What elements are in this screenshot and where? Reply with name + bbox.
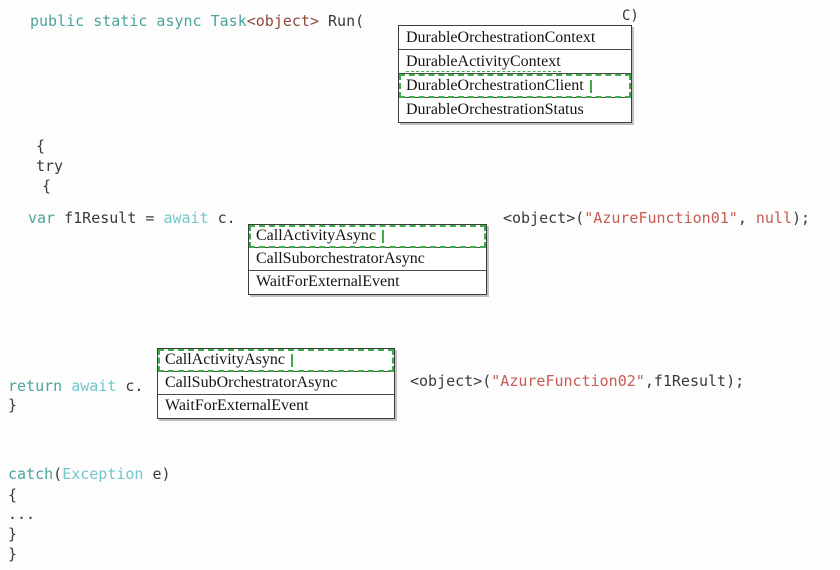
code-token-generic: <object> [246,12,319,30]
code-token-plain: f1Result = [55,209,164,227]
code-line-catch: catch(Exception e) [8,465,171,483]
code-token-keyword: return [8,377,63,395]
code-line-var: var f1Result = await c. [28,209,236,227]
dropdown-option-label: WaitForExternalEvent [165,397,309,414]
dropdown-option[interactable]: DurableOrchestrationContext [399,26,631,50]
code-token-string: "AzureFunction01" [584,209,738,227]
code-token-type: Exception [62,465,144,483]
code-token-type: Task [210,12,247,30]
code-line-signature: public static async Task<object> Run( [30,12,364,30]
code-token-plain: <object>( [503,209,585,227]
dropdown-option[interactable]: CallSubOrchestratorAsync [158,372,394,395]
code-line-open-brace: { [8,486,18,504]
code-token-plain: c. [208,209,236,227]
dropdown-first-invocation-method: CallActivityAsync CallSuborchestratorAsy… [248,224,487,295]
code-line-open-brace: { [36,137,46,155]
code-token-plain [62,377,71,395]
dropdown-option[interactable]: CallSuborchestratorAsync [249,248,486,271]
code-token-plain: ( [53,465,63,483]
dropdown-option-label: CallActivityAsync [165,351,285,368]
code-token-string: "AzureFunction02" [491,372,645,390]
code-token-plain: e) [143,465,171,483]
text-cursor-icon [589,79,592,93]
code-token-keyword: await [71,377,117,395]
dropdown-option-selected[interactable]: DurableOrchestrationClient [399,74,631,98]
code-token-keyword: public static async [30,12,211,30]
dropdown-option-selected[interactable]: CallActivityAsync [158,349,394,372]
code-line-return: return await c. [8,377,143,395]
code-token-keyword: var [28,209,56,227]
code-token-plain: , [644,372,654,390]
code-token-plain: ); [792,209,811,227]
code-token-plain: c. [116,377,144,395]
code-token-keyword: catch [8,465,54,483]
dropdown-option-label: CallActivityAsync [256,227,376,244]
code-token-null: null [755,209,792,227]
code-token-method: Run( [319,12,365,30]
dropdown-option[interactable]: DurableOrchestrationStatus [399,98,631,122]
code-line-call2: <object>("AzureFunction02",f1Result); [410,372,744,390]
dropdown-option-label: DurableOrchestrationClient [406,77,584,94]
code-line-open-brace: { [42,177,52,195]
answer-choice-label: C) [622,8,639,24]
code-token-plain: f1Result); [653,372,745,390]
dropdown-option[interactable]: WaitForExternalEvent [158,395,394,418]
dropdown-option-label: CallSubOrchestratorAsync [165,374,338,391]
dropdown-option-label: DurableOrchestrationContext [406,29,596,46]
dropdown-option-label: WaitForExternalEvent [256,273,400,290]
code-line-call1: <object>("AzureFunction01", null); [503,209,810,227]
text-cursor-icon [381,229,384,243]
code-token-plain: , [737,209,756,227]
code-line-ellipsis: ... [8,505,36,523]
code-line-try: try [36,157,64,175]
dropdown-orchestration-context-type: DurableOrchestrationContext DurableActiv… [398,25,632,123]
text-cursor-icon [290,353,293,367]
code-line-close-brace: } [8,545,18,563]
dropdown-option[interactable]: WaitForExternalEvent [249,271,486,294]
dropdown-option-label: DurableActivityContext [406,53,561,72]
dropdown-second-invocation-method: CallActivityAsync CallSubOrchestratorAsy… [157,348,395,419]
code-line-close-brace: } [8,396,18,414]
dropdown-option-label: CallSuborchestratorAsync [256,250,425,267]
code-line-close-brace: } [8,525,18,543]
dropdown-option[interactable]: DurableActivityContext [399,50,631,74]
code-token-keyword: await [163,209,209,227]
dropdown-option-selected[interactable]: CallActivityAsync [249,225,486,248]
code-token-plain: <object>( [410,372,492,390]
dropdown-option-label: DurableOrchestrationStatus [406,101,584,118]
